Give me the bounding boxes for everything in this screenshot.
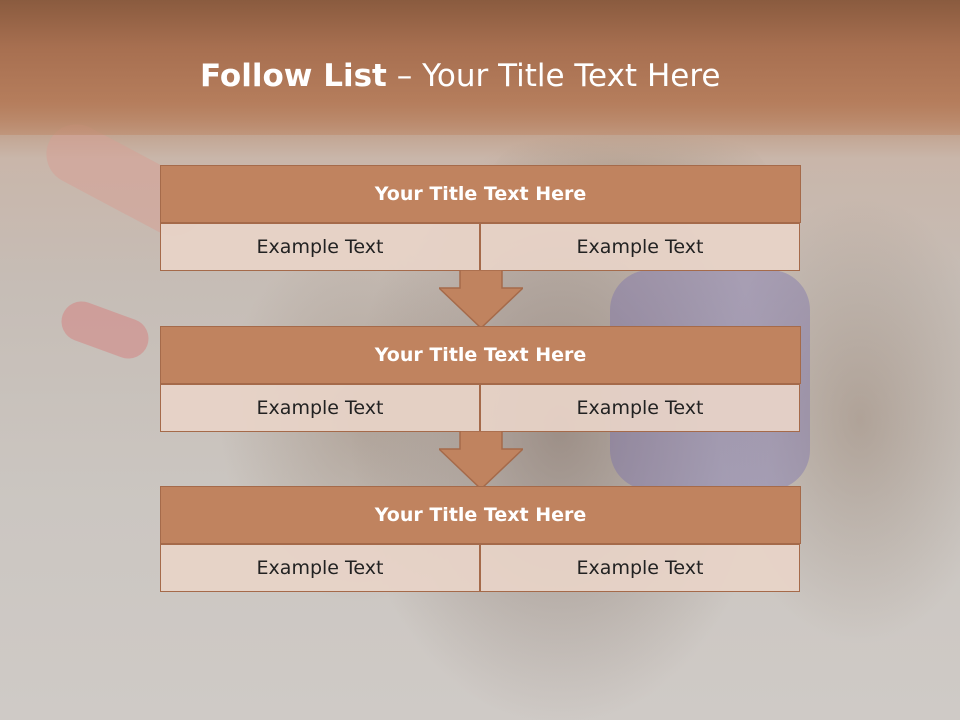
block-title[interactable]: Your Title Text Here (160, 326, 801, 384)
block-cell-left[interactable]: Example Text (160, 384, 480, 432)
down-arrow-icon (439, 431, 523, 489)
slide-title-bold: Follow List (200, 58, 387, 94)
list-block: Your Title Text Here Example Text Exampl… (160, 326, 801, 432)
slide-title: Follow List – Your Title Text Here (200, 54, 820, 98)
slide-title-rest: – Your Title Text Here (386, 58, 721, 94)
block-cell-right[interactable]: Example Text (480, 384, 800, 432)
list-block: Your Title Text Here Example Text Exampl… (160, 486, 801, 592)
block-cell-right[interactable]: Example Text (480, 544, 800, 592)
block-title[interactable]: Your Title Text Here (160, 165, 801, 223)
block-cell-left[interactable]: Example Text (160, 544, 480, 592)
header-band (0, 0, 960, 135)
down-arrow-icon (439, 270, 523, 328)
block-cell-left[interactable]: Example Text (160, 223, 480, 271)
block-title[interactable]: Your Title Text Here (160, 486, 801, 544)
block-cell-right[interactable]: Example Text (480, 223, 800, 271)
list-block: Your Title Text Here Example Text Exampl… (160, 165, 801, 271)
